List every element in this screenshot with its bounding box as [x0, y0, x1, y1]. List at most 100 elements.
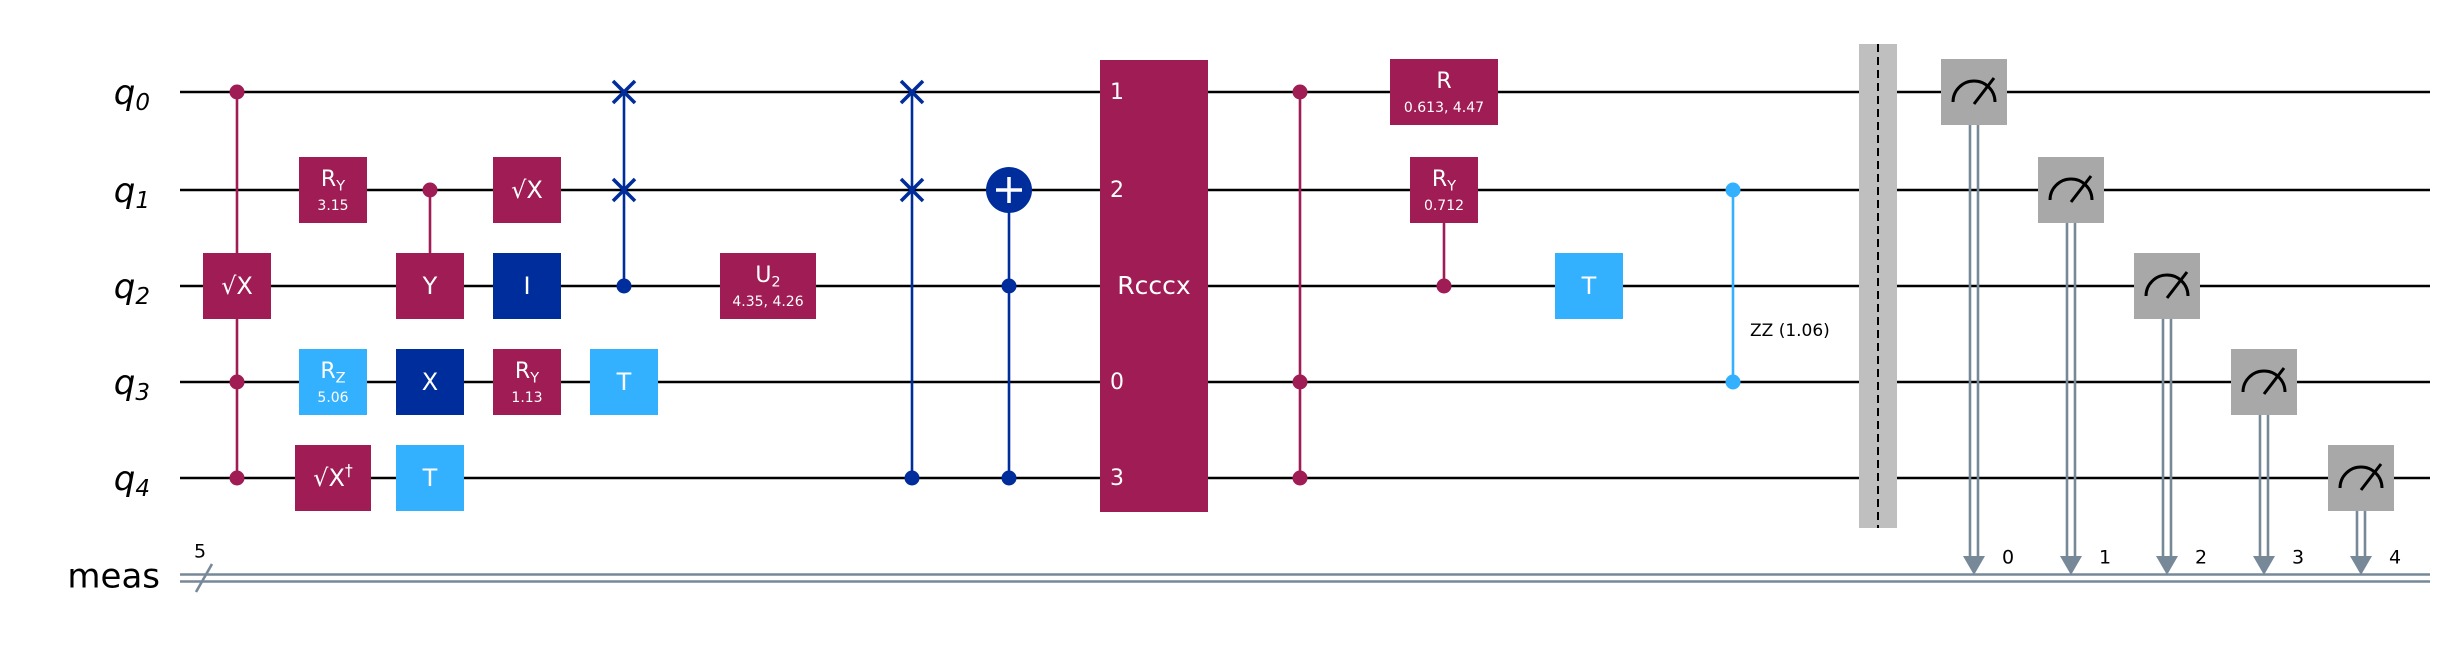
meter-needle-icon-0 — [1972, 77, 1996, 105]
sxdg-gate-q4-box — [295, 445, 371, 511]
x-gate-q3: X — [396, 349, 464, 415]
measure-box-2 — [2134, 253, 2200, 319]
qubit-label-2: q2 — [114, 267, 150, 310]
meter-needle-icon-1 — [2069, 175, 2093, 203]
meter-arc-icon-2 — [2144, 273, 2190, 297]
ry-gate-q1-label: RY — [321, 167, 345, 195]
swap-cross-q0 — [611, 79, 637, 105]
measure-q0: 0 — [1941, 59, 2014, 575]
cry-gate-q1-param: 0.712 — [1424, 198, 1464, 214]
ry-gate-q3-param: 1.13 — [511, 390, 542, 406]
measure-q1: 1 — [2038, 157, 2111, 575]
u2-gate-q2-param: 4.35, 4.26 — [732, 294, 803, 310]
ccx-control-q2 — [1001, 278, 1017, 294]
rzz-dot-q3 — [1725, 374, 1741, 390]
r-gate-q0-param: 0.613, 4.47 — [1404, 100, 1484, 116]
rzz-label: ZZ (1.06) — [1750, 321, 1830, 341]
measure-box-1 — [2038, 157, 2104, 223]
qubit-label-4: q4 — [114, 459, 150, 502]
sxdg-gate-q4-label: √X† — [313, 460, 353, 492]
meter-arc-icon-0 — [1951, 79, 1997, 103]
u2-gate-q2: U2 4.35, 4.26 — [720, 253, 816, 319]
t-gate-q2-box — [1555, 253, 1623, 319]
swap2-cross-q1-b — [899, 177, 925, 203]
cswap-control-q2 — [616, 278, 632, 294]
meter-needle-icon-2 — [2165, 271, 2189, 299]
ccsx-control-q4 — [229, 470, 245, 486]
y-gate-q2-box — [396, 253, 464, 319]
measure-arrow-3 — [2253, 556, 2275, 575]
meter-arc-icon-3 — [2241, 369, 2287, 393]
rz-gate-q3: RZ 5.06 — [299, 349, 367, 415]
ry-gate-q3-box — [493, 349, 561, 415]
cy-control-q1 — [422, 182, 438, 198]
sx-gate-q2-box — [203, 253, 271, 319]
rzz-dot-q1 — [1725, 182, 1741, 198]
meter-needle-icon-3 — [2262, 367, 2286, 395]
rz-gate-q3-label: RZ — [320, 359, 345, 387]
ry-gate-q1-param: 3.15 — [317, 198, 348, 214]
sxdg-gate-q4: √X† — [295, 445, 371, 511]
rz-gate-q3-box — [299, 349, 367, 415]
t-gate-q3-box — [590, 349, 658, 415]
i-gate-q2: I — [493, 253, 561, 319]
t-gate-q3: T — [590, 349, 658, 415]
ccsx-control-q0 — [229, 84, 245, 100]
measure-arrow-4 — [2350, 556, 2372, 575]
u2-gate-q2-label: U2 — [755, 263, 780, 291]
measure-bit-label-3: 3 — [2292, 547, 2304, 569]
measure-arrow-0 — [1963, 556, 1985, 575]
barrier — [1859, 44, 1897, 528]
sx-gate-q2: √X — [203, 253, 271, 319]
r-gate-q0-label: R — [1436, 69, 1451, 94]
measure-bit-label-0: 0 — [2002, 547, 2014, 569]
swap2-cross-q0 — [899, 79, 925, 105]
ccx-control-q4 — [1001, 470, 1017, 486]
swap-cross-q1-b — [611, 177, 637, 203]
measure-q4: 4 — [2328, 445, 2401, 575]
measure-box-0 — [1941, 59, 2007, 125]
creg-size: 5 — [194, 541, 206, 563]
rz-gate-q3-param: 5.06 — [317, 390, 348, 406]
swap2-cross-q1 — [899, 177, 925, 203]
sx-gate-q1-box — [493, 157, 561, 223]
meter-arc-icon-4 — [2338, 465, 2384, 489]
rcccx-label: Rcccx — [1117, 271, 1190, 300]
measure-q3: 3 — [2231, 349, 2304, 575]
meter-arc-icon-1 — [2048, 177, 2094, 201]
swap-cross-q1 — [611, 177, 637, 203]
cry-control-q2 — [1436, 278, 1452, 294]
cccz-control-q3 — [1292, 374, 1308, 390]
ry-gate-q3: RY 1.13 — [493, 349, 561, 415]
i-gate-q2-box — [493, 253, 561, 319]
measure-box-4 — [2328, 445, 2394, 511]
rcccx-port-0: 1 — [1110, 80, 1124, 105]
x-gate-q3-label: X — [422, 368, 438, 396]
qubit-label-1: q1 — [114, 171, 150, 214]
rcccx-box — [1100, 60, 1208, 512]
measure-arrow-1 — [2060, 556, 2082, 575]
qubit-label-3: q3 — [114, 363, 150, 406]
qubit-label-0: q0 — [114, 73, 150, 116]
cry-gate-q1-label: RY — [1432, 167, 1456, 195]
cry-gate-q1: RY 0.712 — [1410, 157, 1478, 223]
ccx-target-q1 — [986, 167, 1032, 213]
cry-gate-q1-box — [1410, 157, 1478, 223]
y-gate-q2: Y — [396, 253, 464, 319]
measure-q2: 2 — [2134, 253, 2207, 575]
swap2-cross-q0-b — [899, 79, 925, 105]
r-gate-q0: R 0.613, 4.47 — [1390, 59, 1498, 125]
measure-bit-label-1: 1 — [2099, 547, 2111, 569]
ry-gate-q1-box — [299, 157, 367, 223]
cccz-control-q0 — [1292, 84, 1308, 100]
ry-gate-q3-label: RY — [515, 359, 539, 387]
sx-gate-q1-label: √X — [511, 176, 543, 204]
t-gate-q3-label: T — [616, 368, 632, 396]
rcccx-port-1: 2 — [1110, 178, 1124, 203]
sx-gate-q1: √X — [493, 157, 561, 223]
cswap2-control-q4 — [904, 470, 920, 486]
ccsx-control-q3 — [229, 374, 245, 390]
ry-gate-q1: RY 3.15 — [299, 157, 367, 223]
rcccx-port-2: 0 — [1110, 370, 1124, 395]
